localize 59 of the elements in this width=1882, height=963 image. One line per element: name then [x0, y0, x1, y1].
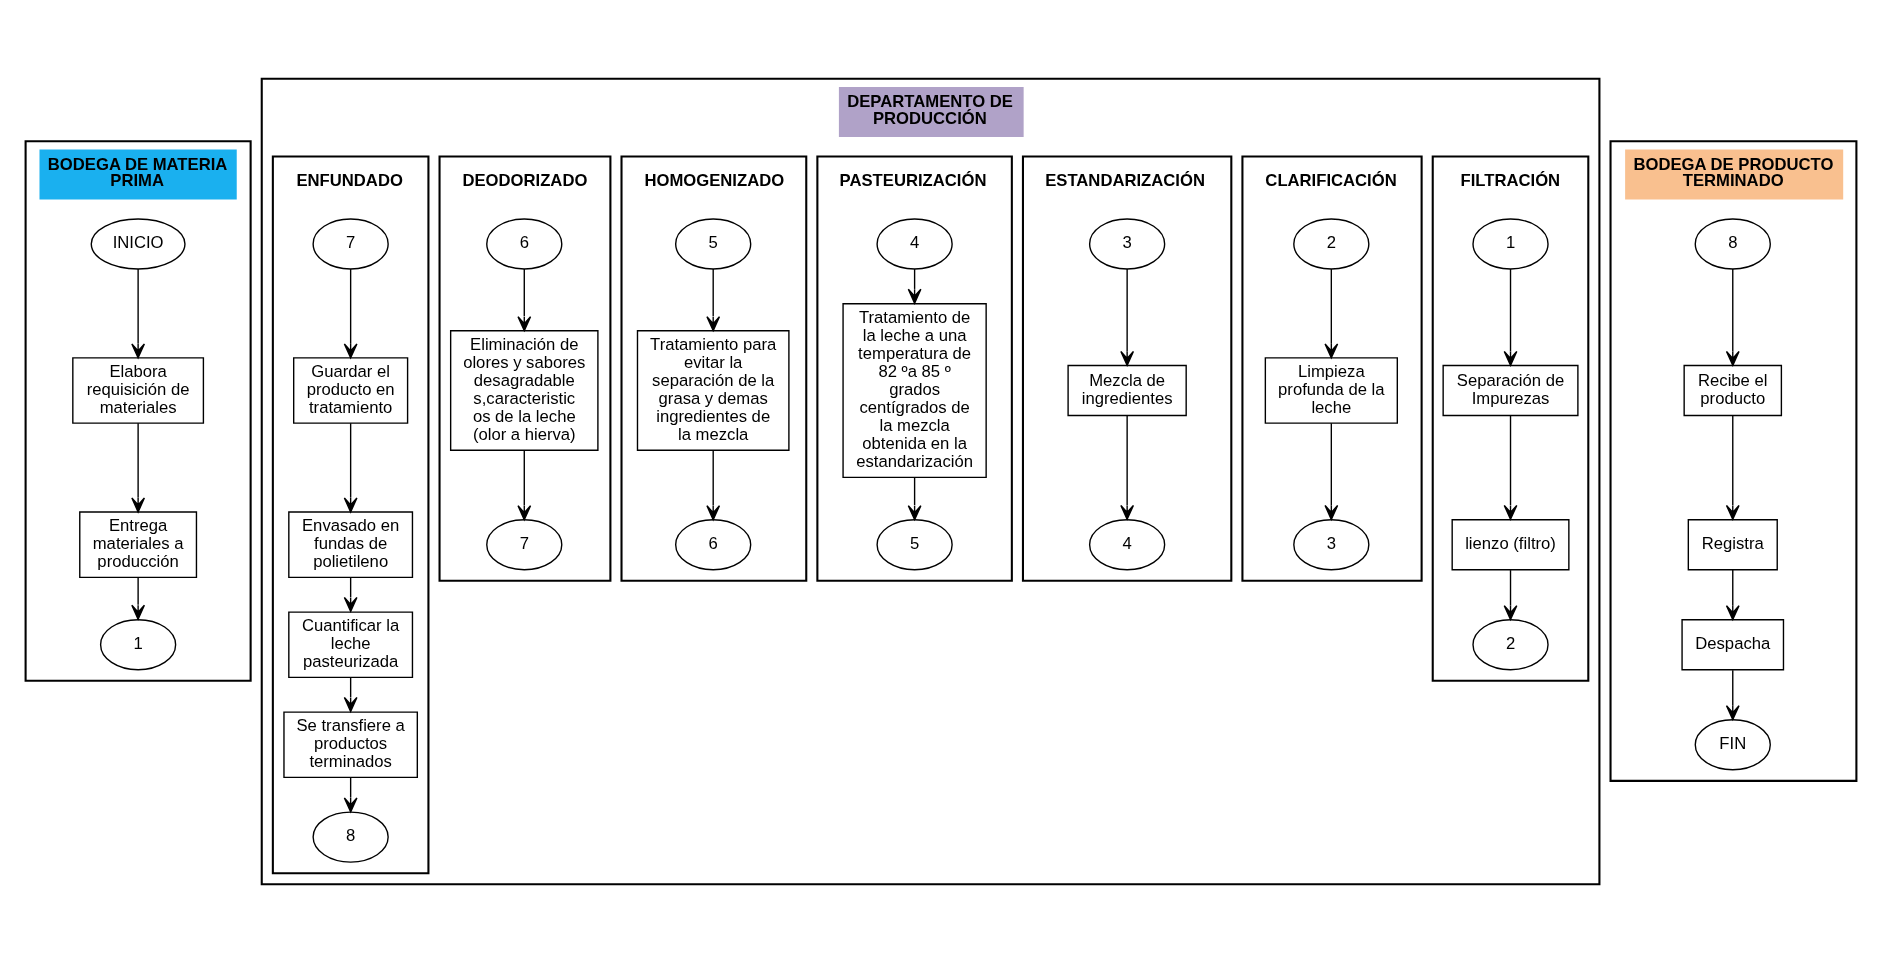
node-ellipse: 8	[1694, 218, 1771, 270]
node-box: Guardar el producto en tratamiento	[293, 357, 409, 424]
node-ellipse: INICIO	[90, 218, 186, 270]
node-box: Registra	[1687, 519, 1778, 571]
node-ellipse: 8	[312, 811, 389, 863]
node-box: Tratamiento de la leche a una temperatura de 82 ºa 85 º grados centígrados de la mezcla obtenida en la estandarización	[842, 303, 987, 479]
arrow	[1503, 268, 1518, 367]
node-box: Recibe el producto	[1683, 364, 1783, 417]
node-box: Despacha	[1681, 619, 1785, 671]
node-box: Entrega materiales a producción	[79, 511, 198, 579]
node-ellipse: 2	[1293, 218, 1370, 270]
arrow	[1324, 268, 1339, 359]
arrow	[1503, 414, 1518, 520]
arrow	[706, 449, 721, 521]
node-ellipse: 6	[675, 519, 752, 571]
node-box: Limpieza profunda de la leche	[1264, 357, 1398, 424]
node-ellipse: 7	[312, 218, 389, 270]
arrow	[1120, 414, 1135, 520]
node-ellipse: 3	[1293, 519, 1370, 571]
node-ellipse: 5	[675, 218, 752, 270]
node-ellipse: 3	[1088, 218, 1166, 270]
arrow	[907, 268, 922, 304]
node-box: lienzo (filtro)	[1451, 519, 1570, 571]
arrow	[1503, 569, 1518, 621]
node-box: Envasado en fundas de polietileno	[288, 511, 414, 579]
node-box: Separación de Impurezas	[1442, 364, 1579, 417]
arrow	[343, 576, 358, 613]
arrow	[1725, 569, 1740, 621]
arrow	[343, 676, 358, 713]
arrow	[131, 576, 146, 620]
arrow	[1324, 422, 1339, 521]
node-box: Cuantificar la leche pasteurizada	[288, 611, 414, 679]
arrow	[1725, 414, 1740, 520]
arrow	[343, 776, 358, 813]
arrow	[1725, 268, 1740, 367]
arrow	[1725, 669, 1740, 721]
node-ellipse: 4	[1088, 519, 1166, 571]
arrow	[343, 268, 358, 359]
node-ellipse: 5	[876, 519, 953, 571]
node-ellipse: 1	[1472, 218, 1549, 270]
node-box: Elabora requisición de materiales	[72, 357, 205, 424]
arrow	[131, 268, 146, 359]
arrow	[517, 268, 532, 332]
node-ellipse: 6	[486, 218, 563, 270]
node-ellipse: 7	[486, 519, 563, 571]
arrow	[131, 422, 146, 513]
arrow	[706, 268, 721, 332]
arrow	[1120, 268, 1135, 367]
node-ellipse: 2	[1472, 619, 1549, 671]
node-box: Eliminación de olores y sabores desagradable s,caracteristic os de la leche (olor a hierva)	[449, 330, 599, 451]
node-ellipse: 4	[876, 218, 953, 270]
node-ellipse: 1	[99, 619, 177, 671]
node-ellipse: FIN	[1694, 719, 1771, 771]
node-box: Tratamiento para evitar la separación de la grasa y demas ingredientes de la mezcla	[636, 330, 790, 451]
node-box: Se transfiere a productos terminados	[283, 711, 418, 779]
arrow	[907, 476, 922, 521]
arrow	[343, 422, 358, 513]
arrow	[517, 449, 532, 521]
node-box: Mezcla de ingredientes	[1067, 364, 1187, 417]
